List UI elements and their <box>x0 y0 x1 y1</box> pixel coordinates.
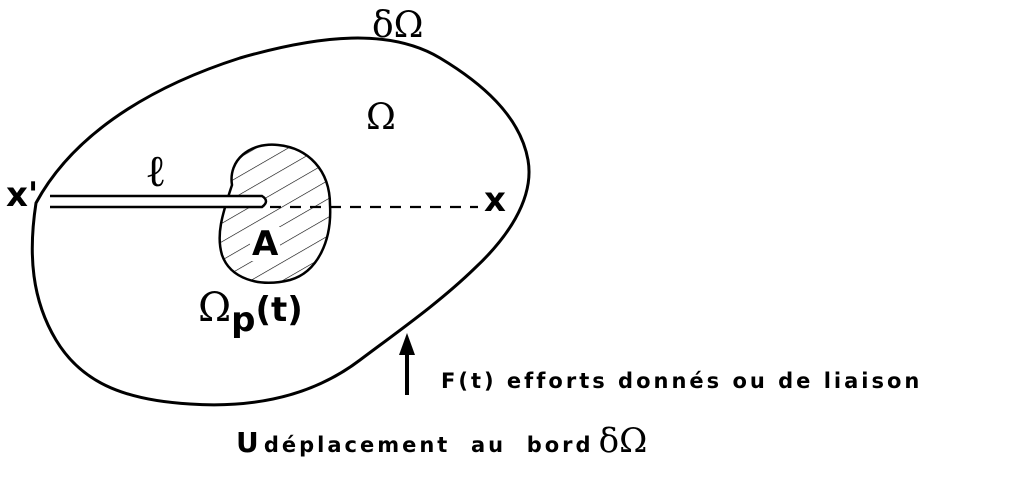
boundary-label: δΩ <box>372 5 424 46</box>
plastic-zone-argument: (t) <box>255 290 303 330</box>
plastic-zone <box>218 143 332 284</box>
axis-start-label: x' <box>6 175 39 215</box>
displacement-label: U déplacement au bord δΩ <box>236 424 647 458</box>
displacement-text: déplacement au bord <box>263 433 594 457</box>
force-arrow-head <box>399 333 415 355</box>
plastic-zone-label: Ωp(t) <box>198 285 303 337</box>
axis-end-label: x <box>484 180 506 220</box>
crack-tip-label: A <box>250 224 281 264</box>
plastic-zone-subscript: p <box>231 300 256 340</box>
displacement-boundary: δΩ <box>598 421 648 461</box>
crack-length-label: ℓ <box>145 146 167 197</box>
displacement-prefix: U <box>236 426 259 459</box>
domain-label: Ω <box>366 97 396 138</box>
domain-boundary <box>30 36 531 407</box>
crack <box>50 194 268 209</box>
force-label: F(t) efforts donnés ou de liaison <box>441 369 923 393</box>
plastic-zone-omega: Ω <box>198 285 232 331</box>
